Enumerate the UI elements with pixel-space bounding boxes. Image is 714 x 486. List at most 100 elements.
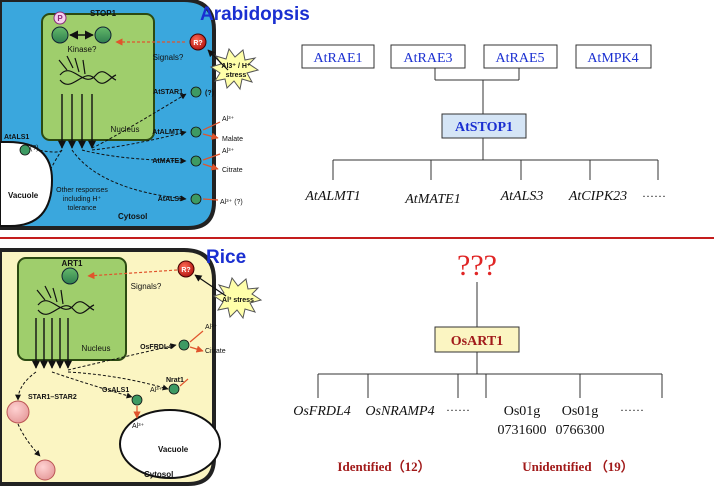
arabidopsis-cell-panel: P STOP1 Kinase? Nucleus R? Signals? Al3⁺… xyxy=(0,0,260,230)
nucleus-label-top: Nucleus xyxy=(111,125,140,134)
target-os01g0731600-line1: Os01g xyxy=(504,404,541,419)
stress-label-bottom: Al³ stress xyxy=(222,297,254,304)
dashed-induction-arrows-bottom xyxy=(15,343,177,457)
target-os01g0766300-line2: 0766300 xyxy=(556,423,605,438)
osfrdl4-label: OsFRDL4 xyxy=(140,344,172,351)
rice-title: Rice xyxy=(206,247,246,268)
target-atalmt1: AtALMT1 xyxy=(304,189,360,204)
regulator-atrae3: AtRAE3 xyxy=(404,51,453,66)
dna-helix-bottom xyxy=(36,285,95,315)
receptor-icon-bottom xyxy=(177,260,195,278)
star1-star2-complex xyxy=(6,400,30,424)
al-block-mate1 xyxy=(202,153,221,161)
dna-helix-top xyxy=(58,55,117,85)
target-more-unidentified: ······ xyxy=(620,403,644,417)
regulator-box-2 xyxy=(390,44,466,69)
al-label-mate1: Al³⁺ xyxy=(222,148,235,155)
nrat1-transporter xyxy=(168,383,180,395)
other-responses-line3: tolerance xyxy=(68,205,97,212)
atalmt1-transporter xyxy=(190,126,202,138)
receptor-label-bottom: R? xyxy=(181,267,190,274)
malate-label: Malate xyxy=(222,136,243,143)
receptor-icon-top xyxy=(189,33,207,51)
nucleus-label-bottom: Nucleus xyxy=(82,344,111,353)
vacuole-bottom xyxy=(119,409,221,479)
atals1-label: AtALS1 xyxy=(4,134,29,141)
atals3-transporter xyxy=(190,193,202,205)
stress-label-top-2: stress xyxy=(226,72,247,79)
identified-count-label: Identified（12） xyxy=(337,459,430,474)
target-more-identified: ······ xyxy=(446,403,470,417)
citrate-efflux-arrow-top xyxy=(202,163,219,171)
vacuole-top xyxy=(0,141,54,227)
regulator-box-3 xyxy=(483,44,558,69)
target-osnramp4: OsNRAMP4 xyxy=(365,404,434,419)
stop1-protein-right xyxy=(94,26,112,44)
osals1-label: OsALS1 xyxy=(102,387,129,394)
regulator-atmpk4: AtMPK4 xyxy=(587,51,638,66)
top-tree-connectors xyxy=(332,68,659,180)
upstream-unknown: ??? xyxy=(457,249,497,282)
osart1-box xyxy=(434,326,520,353)
bottom-tree-connectors xyxy=(317,282,663,398)
nucleus-output-arrows-bottom xyxy=(31,318,73,369)
osart1-label: OsART1 xyxy=(451,334,503,349)
art1-label: ART1 xyxy=(62,259,83,268)
target-atmate1: AtMATE1 xyxy=(404,192,460,207)
stop1-protein-left xyxy=(51,26,69,44)
vacuole-label-bottom: Vacuole xyxy=(158,445,189,454)
citrate-label-bottom: Citrate xyxy=(205,348,226,355)
kinase-label: Kinase? xyxy=(68,45,97,54)
signals-label-bottom: Signals? xyxy=(131,282,162,291)
cytosol-label-bottom: Cytosol xyxy=(144,470,173,479)
al-block-frdl4 xyxy=(189,330,204,343)
stress-arrow-bottom xyxy=(194,274,227,297)
atmate1-transporter xyxy=(190,155,202,167)
receptor-label-top: R? xyxy=(193,40,202,47)
stress-burst-icon-top xyxy=(209,47,260,91)
stress-arrow-top xyxy=(207,49,229,71)
regulator-box-1 xyxy=(301,44,375,69)
citrate-efflux-arrow-bottom xyxy=(189,345,204,353)
al-label-vacuole: Al³⁺ xyxy=(132,423,145,430)
other-responses-line1: Other responses xyxy=(56,187,108,194)
osfrdl4-transporter xyxy=(178,339,190,351)
stress-burst-icon-bottom xyxy=(212,276,263,320)
al-arrow-als3 xyxy=(202,198,219,201)
atstar1-question: (?) xyxy=(205,90,214,97)
phospho-label: P xyxy=(57,14,63,23)
other-responses-line2: including H⁺ xyxy=(63,196,102,203)
regulator-atrae5: AtRAE5 xyxy=(496,51,545,66)
unidentified-count-label: Unidentified （19） xyxy=(522,459,634,474)
target-os01g0731600-line2: 0731600 xyxy=(498,423,547,438)
target-atcipk23: AtCIPK23 xyxy=(568,189,627,204)
nrat1-label: Nrat1 xyxy=(166,377,184,384)
al-block-nrat1 xyxy=(179,378,189,387)
al-label-nrat1: Al³⁺ xyxy=(150,387,163,394)
arabidopsis-nucleus xyxy=(41,13,155,141)
regulator-box-4 xyxy=(575,44,652,69)
target-os01g0766300-line1: Os01g xyxy=(562,404,599,419)
rice-nucleus xyxy=(17,257,127,361)
al-block-almt1 xyxy=(202,121,221,131)
atmate1-label: AtMATE1 xyxy=(152,158,183,165)
dashed-induction-arrows-top xyxy=(29,93,187,202)
nucleus-output-arrows-top xyxy=(57,94,97,149)
rice-cell-panel: ART1 Nucleus R? Signals? Al³ stress OsFR… xyxy=(0,248,263,486)
atals1-question: (?) xyxy=(30,145,39,152)
atstop1-box xyxy=(441,113,527,139)
citrate-label-top: Citrate xyxy=(222,167,243,174)
al-label-frdl4: Al³⁺ xyxy=(205,324,218,331)
stress-label-top-1: Al3⁺ / H⁺ xyxy=(221,63,250,70)
phospho-circle xyxy=(53,11,67,25)
atalmt1-label: AtALMT1 xyxy=(152,129,183,136)
signals-label-top: Signals? xyxy=(153,53,184,62)
vacuole-label-top: Vacuole xyxy=(8,191,39,200)
malate-efflux-arrow xyxy=(202,132,219,140)
rice-regulation-tree: ??? OsART1 OsFRDL4 OsNRAMP4 ······ Os01g… xyxy=(293,249,663,474)
atstar1-transporter xyxy=(190,86,202,98)
art1-protein xyxy=(61,267,79,285)
cytosol-label-top: Cytosol xyxy=(118,212,147,221)
regulator-atrae1: AtRAE1 xyxy=(314,51,363,66)
arabidopsis-title: Arabidopsis xyxy=(200,4,310,25)
